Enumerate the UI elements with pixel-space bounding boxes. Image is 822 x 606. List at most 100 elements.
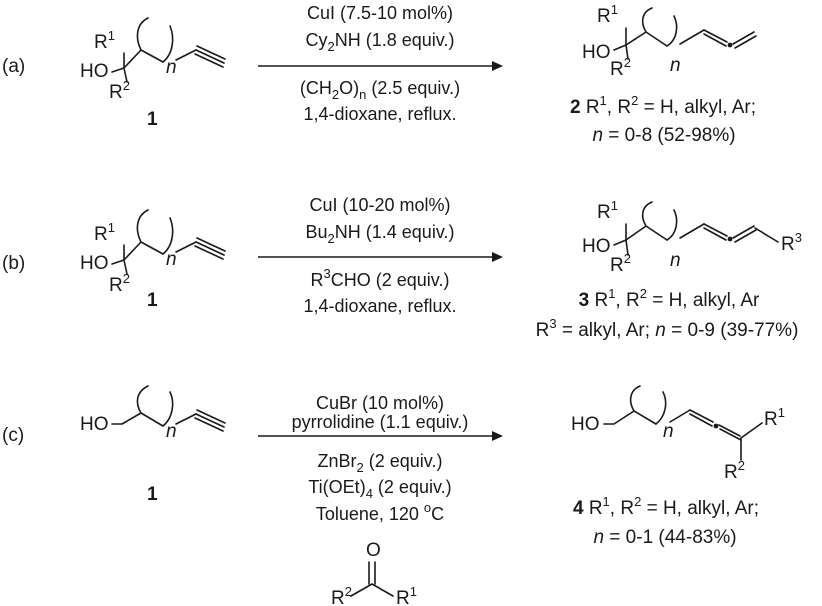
prod-a-desc-2: n = 0-8 (52-98%) xyxy=(592,125,735,146)
reaction-a: (a) R1 HO R2 n 1 CuI (7.5-10 mol%) Cy2NH… xyxy=(2,2,757,146)
reaction-b: (b) R1 HO R2 n 1 CuI (10-20 mol%) Bu2NH … xyxy=(2,195,802,341)
sm-b-skeleton xyxy=(111,241,164,275)
sm-c-ho: HO xyxy=(80,414,109,435)
prod-b-allene-2 xyxy=(732,225,757,243)
prod-b-chain-bracket xyxy=(641,201,678,241)
ketone-o: O xyxy=(366,540,381,561)
sm-b-bond xyxy=(175,241,197,253)
prod-b-desc-2: R3 = alkyl, Ar; n = 0-9 (39-77%) xyxy=(536,316,799,341)
sm-c-alkyne xyxy=(194,409,226,432)
cond-b-below-1: R3CHO (2 equiv.) xyxy=(311,266,450,290)
prod-b-r1: R1 xyxy=(597,198,618,223)
prod-b-bond xyxy=(679,223,705,239)
prod-c-desc-2: n = 0-1 (44-83%) xyxy=(593,527,736,548)
prod-a-allene-1 xyxy=(703,29,728,47)
sm-c-number: 1 xyxy=(147,484,158,505)
sm-b-n: n xyxy=(166,249,177,270)
reaction-a-conditions: CuI (7.5-10 mol%) Cy2NH (1.8 equiv.) (CH… xyxy=(258,3,503,124)
reaction-c-starting-material: HO n 1 xyxy=(80,385,226,505)
arrow-a-head xyxy=(492,61,503,71)
sm-a-chain-bracket xyxy=(136,17,174,63)
prod-a-bond xyxy=(679,29,705,45)
prod-c-allene-center xyxy=(713,423,719,429)
cond-c-below-1: ZnBr2 (2 equiv.) xyxy=(318,451,443,475)
reaction-c-product: HO n R1 R2 4 R1, R2 = H, alkyl, Ar; n = … xyxy=(571,385,785,548)
cond-b-below-2: 1,4-dioxane, reflux. xyxy=(303,296,456,316)
sm-c-n: n xyxy=(166,421,177,442)
reaction-c-label: (c) xyxy=(2,425,24,446)
ketone-r1: R1 xyxy=(396,584,417,606)
prod-c-chain-bracket xyxy=(629,385,667,425)
sm-a-ho: HO xyxy=(80,61,109,82)
sm-a-bond xyxy=(175,49,197,61)
sm-b-number: 1 xyxy=(147,290,158,311)
prod-b-r3-bond xyxy=(754,227,779,243)
sm-b-chain-bracket xyxy=(136,209,174,255)
reaction-b-product: R1 HO R2 n R3 3 R1, R2 = H, alkyl, Ar R3… xyxy=(536,198,802,341)
reaction-c: (c) HO n 1 CuBr (10 mol%) pyrrolidine (1… xyxy=(2,385,785,606)
sm-a-skeleton xyxy=(111,49,164,83)
reaction-a-product: R1 HO R2 n 2 R1, R2 = H, alkyl, Ar; n = … xyxy=(570,2,757,146)
sm-a-r1: R1 xyxy=(94,28,115,53)
cond-a-below-2: 1,4-dioxane, reflux. xyxy=(303,104,456,124)
prod-b-r3: R3 xyxy=(781,230,802,255)
prod-a-allene-center xyxy=(727,42,733,48)
prod-a-allene-2 xyxy=(732,31,757,49)
prod-b-ho: HO xyxy=(582,236,611,257)
prod-c-allene-1 xyxy=(689,409,714,427)
sm-b-r1: R1 xyxy=(94,220,115,245)
cond-b-above-2: Bu2NH (1.4 equiv.) xyxy=(306,222,455,246)
prod-a-r1: R1 xyxy=(597,2,618,27)
sm-c-chain-bracket xyxy=(136,385,174,427)
prod-a-desc-1: 2 R1, R2 = H, alkyl, Ar; xyxy=(570,93,756,118)
prod-c-r1: R1 xyxy=(764,405,785,430)
sm-b-alkyne xyxy=(194,237,226,260)
sm-a-n: n xyxy=(166,57,177,78)
prod-c-ho: HO xyxy=(571,414,600,435)
prod-c-substituents xyxy=(740,422,763,461)
prod-c-r2: R2 xyxy=(724,458,745,483)
prod-a-skeleton xyxy=(613,27,668,60)
sm-b-ho: HO xyxy=(80,253,109,274)
prod-a-chain-bracket xyxy=(641,7,678,47)
prod-a-r2: R2 xyxy=(610,55,631,80)
sm-b-r2: R2 xyxy=(109,271,130,296)
prod-c-bond xyxy=(669,409,691,423)
prod-c-desc-1: 4 R1, R2 = H, alkyl, Ar; xyxy=(573,494,759,519)
cond-a-below-1: (CH2O)n (2.5 equiv.) xyxy=(300,78,460,102)
sm-a-r2: R2 xyxy=(109,78,130,103)
sm-a-number: 1 xyxy=(147,109,158,130)
cond-a-above-1: CuI (7.5-10 mol%) xyxy=(307,3,453,23)
prod-b-r2: R2 xyxy=(610,251,631,276)
prod-c-skeleton xyxy=(603,410,657,425)
prod-b-n: n xyxy=(670,250,681,271)
cond-c-above-2: pyrrolidine (1.1 equiv.) xyxy=(292,412,469,432)
cond-b-above-1: CuI (10-20 mol%) xyxy=(309,195,450,215)
reaction-b-conditions: CuI (10-20 mol%) Bu2NH (1.4 equiv.) R3CH… xyxy=(258,195,503,316)
prod-b-skeleton xyxy=(613,223,668,256)
reaction-c-conditions: CuBr (10 mol%) pyrrolidine (1.1 equiv.) … xyxy=(258,393,503,606)
reaction-b-starting-material: R1 HO R2 n 1 xyxy=(80,209,226,311)
cond-c-below-2: Ti(OEt)4 (2 equiv.) xyxy=(308,477,451,501)
prod-a-ho: HO xyxy=(582,42,611,63)
reaction-b-label: (b) xyxy=(2,253,25,274)
cond-c-below-3: Toluene, 120 oC xyxy=(316,500,444,524)
ketone-r2: R2 xyxy=(331,584,352,606)
arrow-c-head xyxy=(492,431,503,441)
prod-c-allene-2 xyxy=(718,424,742,441)
prod-b-desc-1: 3 R1, R2 = H, alkyl, Ar xyxy=(579,286,760,311)
arrow-b-head xyxy=(492,252,503,262)
reaction-a-starting-material: R1 HO R2 n 1 xyxy=(80,17,226,130)
ketone-structure: O R2 R1 xyxy=(331,540,417,606)
sm-c-skeleton xyxy=(111,412,164,427)
sm-a-alkyne xyxy=(194,45,226,68)
prod-a-n: n xyxy=(670,55,681,76)
prod-c-n: n xyxy=(663,421,674,442)
cond-a-above-2: Cy2NH (1.8 equiv.) xyxy=(306,30,455,54)
ketone-carbonyl xyxy=(368,561,376,585)
prod-b-allene-center xyxy=(727,236,733,242)
reaction-a-label: (a) xyxy=(2,56,25,77)
cond-c-above-1: CuBr (10 mol%) xyxy=(316,393,444,413)
prod-b-allene-1 xyxy=(703,223,728,241)
